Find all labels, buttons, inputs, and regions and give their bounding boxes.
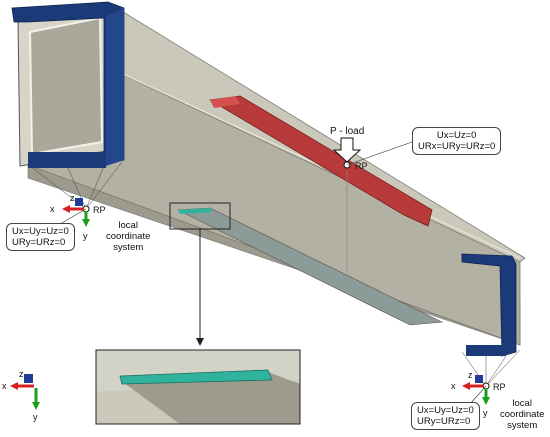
load-plate xyxy=(208,95,433,227)
load-point-bc-box: Ux=Uz=0 URx=URy=URz=0 xyxy=(412,127,502,155)
zoom-inset xyxy=(95,349,301,425)
axis-y-left: y xyxy=(83,231,88,241)
axis-x-right: x xyxy=(451,381,456,391)
axis-z-right: z xyxy=(468,370,473,380)
left-axes-icon xyxy=(62,198,90,227)
global-axes-icon xyxy=(10,374,40,410)
left-support-bc-line2: URy=URz=0 xyxy=(12,237,66,248)
right-local-cs-note: local coordinate system xyxy=(500,398,544,431)
axis-z-global: z xyxy=(19,369,24,379)
axis-x-global: x xyxy=(2,381,7,391)
rp-left-label: RP xyxy=(93,205,106,215)
right-support-bc-box: Ux=Uy=Uz=0 URy=URz=0 xyxy=(411,402,480,430)
p-load-arrow xyxy=(332,137,362,163)
left-clamp xyxy=(11,1,125,168)
right-clamp xyxy=(461,253,517,357)
left-local-cs-note: local coordinate system xyxy=(106,220,150,253)
axis-y-global: y xyxy=(33,412,38,422)
left-local-cs-line2: coordinate xyxy=(106,231,151,242)
p-load-label: P - load xyxy=(330,126,364,137)
reinforcement-strip xyxy=(176,207,444,326)
left-local-cs-line1: local xyxy=(118,220,138,231)
right-coupling-lines xyxy=(461,349,521,387)
left-local-cs-line3: system xyxy=(113,242,144,253)
right-local-cs-line2: coordinate xyxy=(500,409,545,420)
right-support-bc-line1: Ux=Uy=Uz=0 xyxy=(417,405,474,416)
right-local-cs-line3: system xyxy=(507,420,538,431)
right-axes-icon xyxy=(462,375,490,405)
left-support-bc-line1: Ux=Uy=Uz=0 xyxy=(12,226,69,237)
load-point-bc-line1: Ux=Uz=0 xyxy=(436,130,477,141)
beam-end-hole xyxy=(28,16,104,156)
axis-z-left: z xyxy=(70,193,75,203)
left-support-bc-box: Ux=Uy=Uz=0 URy=URz=0 xyxy=(6,223,75,251)
rp-load-label: RP xyxy=(355,161,368,171)
axis-y-right: y xyxy=(483,408,488,418)
load-point-bc-line2: URx=URy=URz=0 xyxy=(418,141,496,152)
right-local-cs-line1: local xyxy=(512,398,532,409)
axis-x-left: x xyxy=(50,204,55,214)
right-support-bc-line2: URy=URz=0 xyxy=(417,416,471,427)
rp-right-label: RP xyxy=(493,382,506,392)
